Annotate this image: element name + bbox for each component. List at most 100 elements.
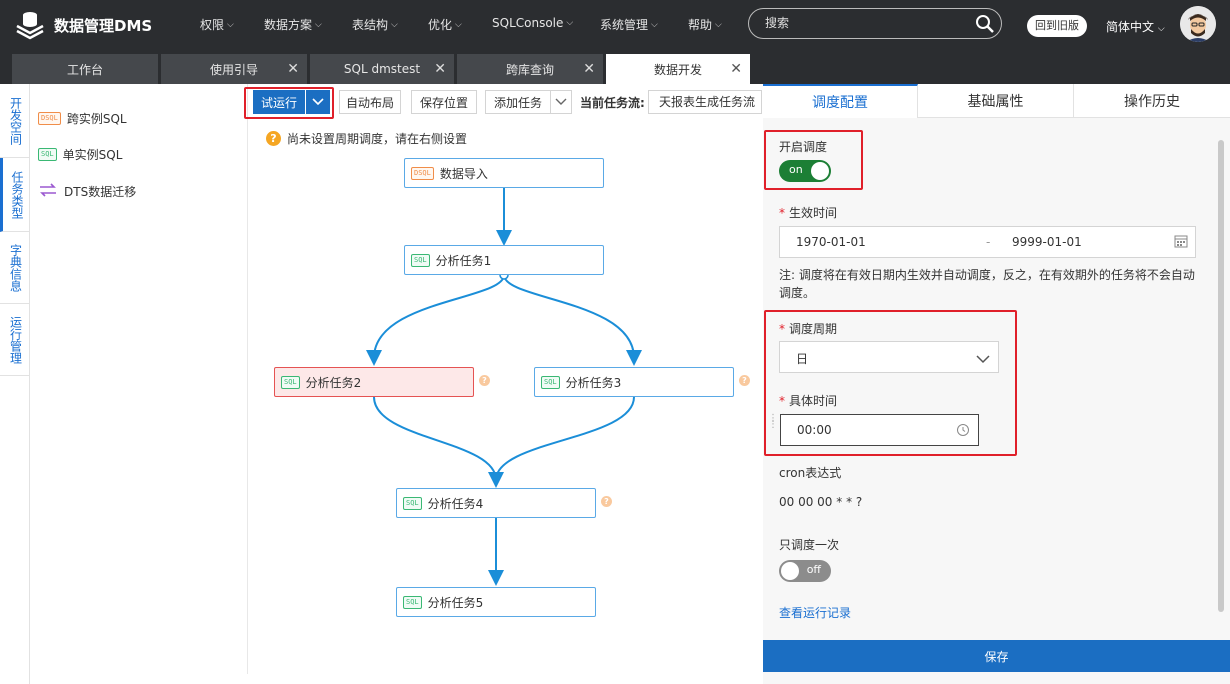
question-icon[interactable]: ? xyxy=(601,496,612,507)
tab-label: 工作台 xyxy=(66,62,103,77)
close-icon[interactable]: ✕ xyxy=(730,61,742,77)
edge xyxy=(366,274,505,366)
dag-node-analysis-2[interactable]: SQL 分析任务2 xyxy=(274,367,474,397)
logo[interactable]: 数据管理DMS xyxy=(14,8,152,43)
save-position-button[interactable]: 保存位置 xyxy=(411,90,477,114)
required-mark: * xyxy=(779,206,785,220)
chevron-down-icon: ⌵ xyxy=(715,19,722,30)
tab-task-types[interactable]: 任务类型 xyxy=(0,158,30,232)
enable-schedule-toggle[interactable]: on xyxy=(779,160,831,182)
drag-handle-icon[interactable]: ⋮⋮⋮⋮ xyxy=(768,414,788,436)
cycle-highlight-box xyxy=(764,310,1017,456)
search-icon[interactable] xyxy=(975,14,995,37)
question-icon[interactable]: ? xyxy=(479,375,490,386)
nav-table-structure[interactable]: 表结构⌵ xyxy=(352,16,398,33)
edge xyxy=(503,274,642,366)
scrollbar[interactable] xyxy=(1218,140,1224,612)
cron-value: 00 00 00 * * ? xyxy=(779,495,863,509)
clock-icon[interactable] xyxy=(956,423,970,440)
cycle-select[interactable]: 日 xyxy=(779,341,999,373)
tab-data-development[interactable]: 数据开发✕ xyxy=(606,54,750,84)
node-label: 分析任务5 xyxy=(427,595,484,610)
tab-operation-history[interactable]: 操作历史 xyxy=(1124,94,1180,110)
nav-label: 系统管理 xyxy=(600,18,649,32)
schedule-once-toggle[interactable]: off xyxy=(779,560,831,582)
tab-dictionary[interactable]: 字典信息 xyxy=(0,232,30,304)
node-label: 数据导入 xyxy=(439,166,488,181)
tab-cross-db-query[interactable]: 跨库查询 ✕ xyxy=(457,54,603,84)
dag-node-analysis-3[interactable]: SQL 分析任务3 xyxy=(534,367,734,397)
nav-help[interactable]: 帮助⌵ xyxy=(688,16,722,33)
tab-sql-dmstest[interactable]: SQL dmstest✕ xyxy=(310,54,454,84)
task-type-label: 单实例SQL xyxy=(62,148,123,162)
time-value: 00:00 xyxy=(797,423,832,437)
nav-data-solution[interactable]: 数据方案⌵ xyxy=(264,16,322,33)
trial-run-dropdown[interactable] xyxy=(306,90,330,114)
language-label: 简体中文 xyxy=(1106,20,1155,34)
tab-schedule-config[interactable]: 调度配置 xyxy=(763,84,918,118)
range-separator: - xyxy=(986,235,991,249)
dag-node-analysis-5[interactable]: SQL 分析任务5 xyxy=(396,587,596,617)
app-title: 数据管理DMS xyxy=(54,17,153,35)
task-type-dts-migration[interactable]: DTS数据迁移 xyxy=(38,182,136,201)
current-flow-select[interactable]: 天报表生成任务流 xyxy=(648,90,762,114)
effective-time-label: *生效时间 xyxy=(779,204,837,221)
back-to-old-version-button[interactable]: 回到旧版 xyxy=(1027,15,1087,37)
dag-node-analysis-4[interactable]: SQL 分析任务4 xyxy=(396,488,596,518)
end-date: 9999-01-01 xyxy=(1012,235,1082,249)
search-input[interactable] xyxy=(765,16,965,30)
tab-dev-space[interactable]: 开发空间 xyxy=(0,84,30,158)
tab-workbench[interactable]: 工作台 xyxy=(12,54,158,84)
config-tabs: 调度配置 基础属性 操作历史 xyxy=(763,84,1230,118)
auto-layout-button[interactable]: 自动布局 xyxy=(339,90,401,114)
chevron-down-icon: ⌵ xyxy=(566,18,574,28)
tab-run-management[interactable]: 运行管理 xyxy=(0,304,30,376)
close-icon[interactable]: ✕ xyxy=(434,61,446,77)
sql-tag-icon: SQL xyxy=(403,496,422,510)
nav-permission[interactable]: 权限⌵ xyxy=(200,16,234,33)
save-button[interactable]: 保存 xyxy=(763,640,1230,672)
chevron-down-icon: ⌵ xyxy=(315,19,322,30)
trial-run-button[interactable]: 试运行 xyxy=(253,90,305,114)
enable-schedule-label: 开启调度 xyxy=(779,140,828,154)
task-type-panel: DSQL 跨实例SQL SQL 单实例SQL DTS数据迁移 xyxy=(30,84,248,674)
dag-node-data-import[interactable]: DSQL 数据导入 xyxy=(404,158,604,188)
avatar[interactable] xyxy=(1180,6,1216,42)
sql-tag-icon: SQL xyxy=(38,148,57,161)
current-flow-label: 当前任务流: xyxy=(580,96,645,110)
tab-label: 跨库查询 xyxy=(505,62,554,77)
node-label: 分析任务2 xyxy=(305,375,362,390)
nav-label: 帮助 xyxy=(688,18,713,32)
node-label: 分析任务1 xyxy=(435,253,492,268)
nav-label: 权限 xyxy=(200,18,225,32)
nav-sqlconsole[interactable]: SQLConsole⌵ xyxy=(492,16,573,30)
nav-optimize[interactable]: 优化⌵ xyxy=(428,16,462,33)
tab-basic-properties[interactable]: 基础属性 xyxy=(918,84,1074,118)
chevron-down-icon: ⌵ xyxy=(391,19,398,30)
effective-date-range[interactable]: 1970-01-01 - 9999-01-01 xyxy=(779,226,1196,258)
task-type-single-instance-sql[interactable]: SQL 单实例SQL xyxy=(38,146,122,163)
search-box xyxy=(748,8,1002,39)
add-task-dropdown[interactable] xyxy=(550,90,572,114)
close-icon[interactable]: ✕ xyxy=(583,61,595,77)
tab-guide[interactable]: 使用引导✕ xyxy=(161,54,307,84)
edge xyxy=(373,396,504,488)
sql-tag-icon: SQL xyxy=(281,375,300,389)
time-picker[interactable]: 00:00 xyxy=(780,414,979,446)
chevron-down-icon: ⌵ xyxy=(227,19,234,30)
label-text: 调度周期 xyxy=(789,322,838,336)
language-select[interactable]: 简体中文 ⌵ xyxy=(1106,18,1165,35)
add-task-button[interactable]: 添加任务 xyxy=(485,90,551,114)
calendar-icon[interactable] xyxy=(1174,234,1188,251)
workspace-tabbar: 工作台 使用引导✕ SQL dmstest✕ 跨库查询 ✕ 数据开发✕ xyxy=(0,48,1230,84)
left-vertical-tabs: 开发空间 任务类型 字典信息 运行管理 xyxy=(0,84,30,684)
dag-node-analysis-1[interactable]: SQL 分析任务1 xyxy=(404,245,604,275)
question-icon[interactable]: ? xyxy=(739,375,750,386)
close-icon[interactable]: ✕ xyxy=(287,61,299,77)
task-type-cross-instance-sql[interactable]: DSQL 跨实例SQL xyxy=(38,110,127,127)
sql-tag-icon: SQL xyxy=(541,375,560,389)
schedule-config-panel: 调度配置 基础属性 操作历史 xyxy=(763,84,1230,684)
nav-system-management[interactable]: 系统管理⌵ xyxy=(600,16,658,33)
nav-label: 表结构 xyxy=(352,18,389,32)
view-run-history-link[interactable]: 查看运行记录 xyxy=(779,606,852,620)
